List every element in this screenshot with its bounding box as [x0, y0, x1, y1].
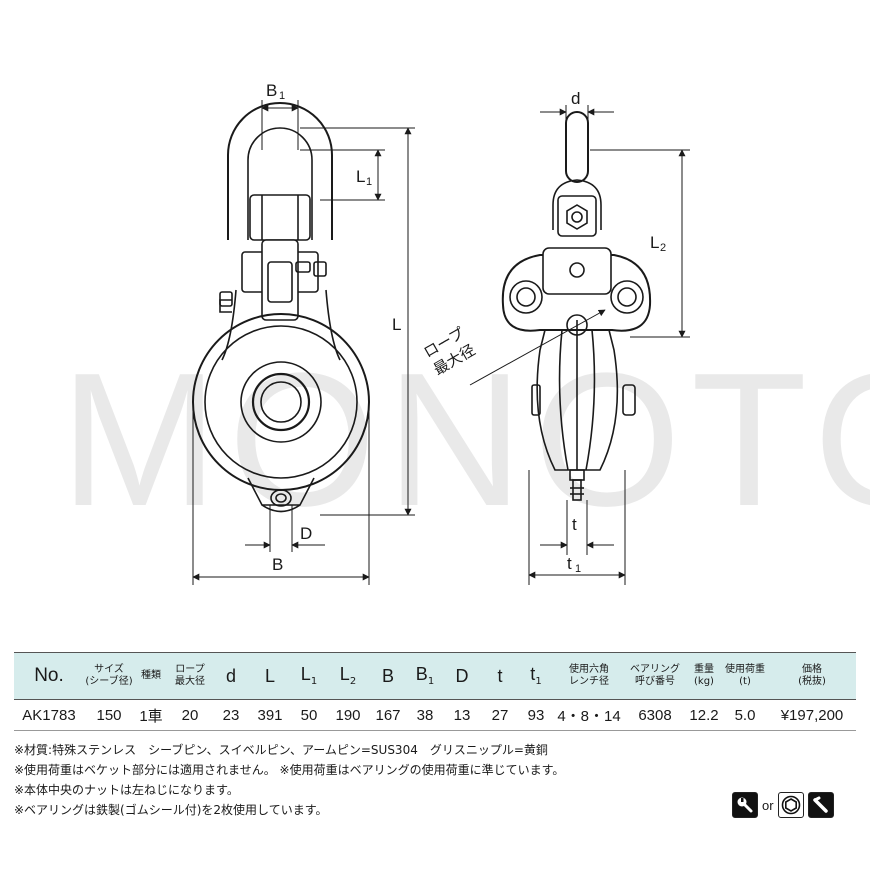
cell-rope: 20 [168, 699, 212, 731]
hex-key-icon [807, 792, 834, 818]
header-rope: ロープ最大径 [168, 652, 212, 700]
tool-or-label: or [762, 797, 774, 813]
dim-t1-label: t [567, 554, 572, 573]
header-bearing: ベアリング呼び番号 [624, 652, 686, 700]
front-dimensions [192, 100, 415, 585]
note-material: ※材質:特殊ステンレス シーブピン、スイベルピン、アームピン=SUS304 グリ… [14, 743, 548, 757]
hex-socket-icon [777, 792, 804, 818]
header-d-hole: D [442, 652, 482, 700]
side-dimensions [469, 105, 690, 585]
cell-l2: 190 [328, 699, 368, 731]
cell-size: 150 [84, 699, 134, 731]
dim-b1-label: B [266, 81, 277, 100]
table-row: AK1783 150 1車 20 23 391 50 190 167 38 13… [14, 699, 856, 731]
cell-weight: 12.2 [686, 699, 722, 731]
note-load: ※使用荷重はベケット部分には適用されません。 ※使用荷重はベアリングの使用荷重に… [14, 763, 565, 777]
header-weight: 重量(kg) [686, 652, 722, 700]
header-t1: t1 [518, 652, 554, 700]
cell-type: 1車 [134, 699, 168, 731]
header-wrench: 使用六角レンチ径 [554, 652, 624, 700]
cell-price: ¥197,200 [768, 699, 856, 731]
note-bearing: ※ベアリングは鉄製(ゴムシール付)を2枚使用しています。 [14, 803, 328, 817]
technical-drawing: MONOTOOL [60, 81, 870, 585]
header-l2: L2 [328, 652, 368, 700]
svg-text:1: 1 [575, 563, 581, 575]
dim-b-label: B [272, 555, 283, 574]
cell-b1: 38 [408, 699, 442, 731]
tool-icons: or [732, 790, 834, 820]
dim-l-label: L [392, 315, 401, 334]
header-price: 価格(税抜) [768, 652, 856, 700]
header-d: d [212, 652, 250, 700]
header-load: 使用荷重(t) [722, 652, 768, 700]
cell-l: 391 [250, 699, 290, 731]
dim-t-label: t [572, 515, 577, 534]
header-l1: L1 [290, 652, 328, 700]
header-b: B [368, 652, 408, 700]
svg-text:2: 2 [660, 242, 666, 254]
dim-l2-label: L [650, 233, 659, 252]
spec-header-row: No. サイズ(シーブ径) 種類 ロープ最大径 d L L1 L2 B B1 D… [14, 652, 856, 700]
cell-l1: 50 [290, 699, 328, 731]
cell-bearing: 6308 [624, 699, 686, 731]
spec-table: No. サイズ(シーブ径) 種類 ロープ最大径 d L L1 L2 B B1 D… [14, 652, 856, 731]
cell-load: 5.0 [722, 699, 768, 731]
header-l: L [250, 652, 290, 700]
dim-d-small-label: d [571, 89, 580, 108]
cell-d-hole: 13 [442, 699, 482, 731]
dim-d-label: D [300, 524, 312, 543]
cell-t: 27 [482, 699, 518, 731]
header-t: t [482, 652, 518, 700]
cell-b: 167 [368, 699, 408, 731]
cell-d: 23 [212, 699, 250, 731]
notes: ※材質:特殊ステンレス シーブピン、スイベルピン、アームピン=SUS304 グリ… [14, 740, 714, 820]
side-view [501, 111, 652, 501]
header-type: 種類 [134, 652, 168, 700]
wrench-icon [732, 792, 758, 818]
cell-wrench: 4・8・14 [554, 699, 624, 731]
header-b1: B1 [408, 652, 442, 700]
watermark: MONOTOOL [60, 334, 870, 546]
note-nut: ※本体中央のナットは左ねじになります。 [14, 783, 239, 797]
header-no: No. [14, 652, 84, 700]
header-size: サイズ(シーブ径) [84, 652, 134, 700]
dim-l1-label: L [356, 167, 365, 186]
svg-text:1: 1 [366, 176, 372, 188]
cell-t1: 93 [518, 699, 554, 731]
cell-no: AK1783 [14, 699, 84, 731]
svg-text:1: 1 [279, 90, 285, 102]
